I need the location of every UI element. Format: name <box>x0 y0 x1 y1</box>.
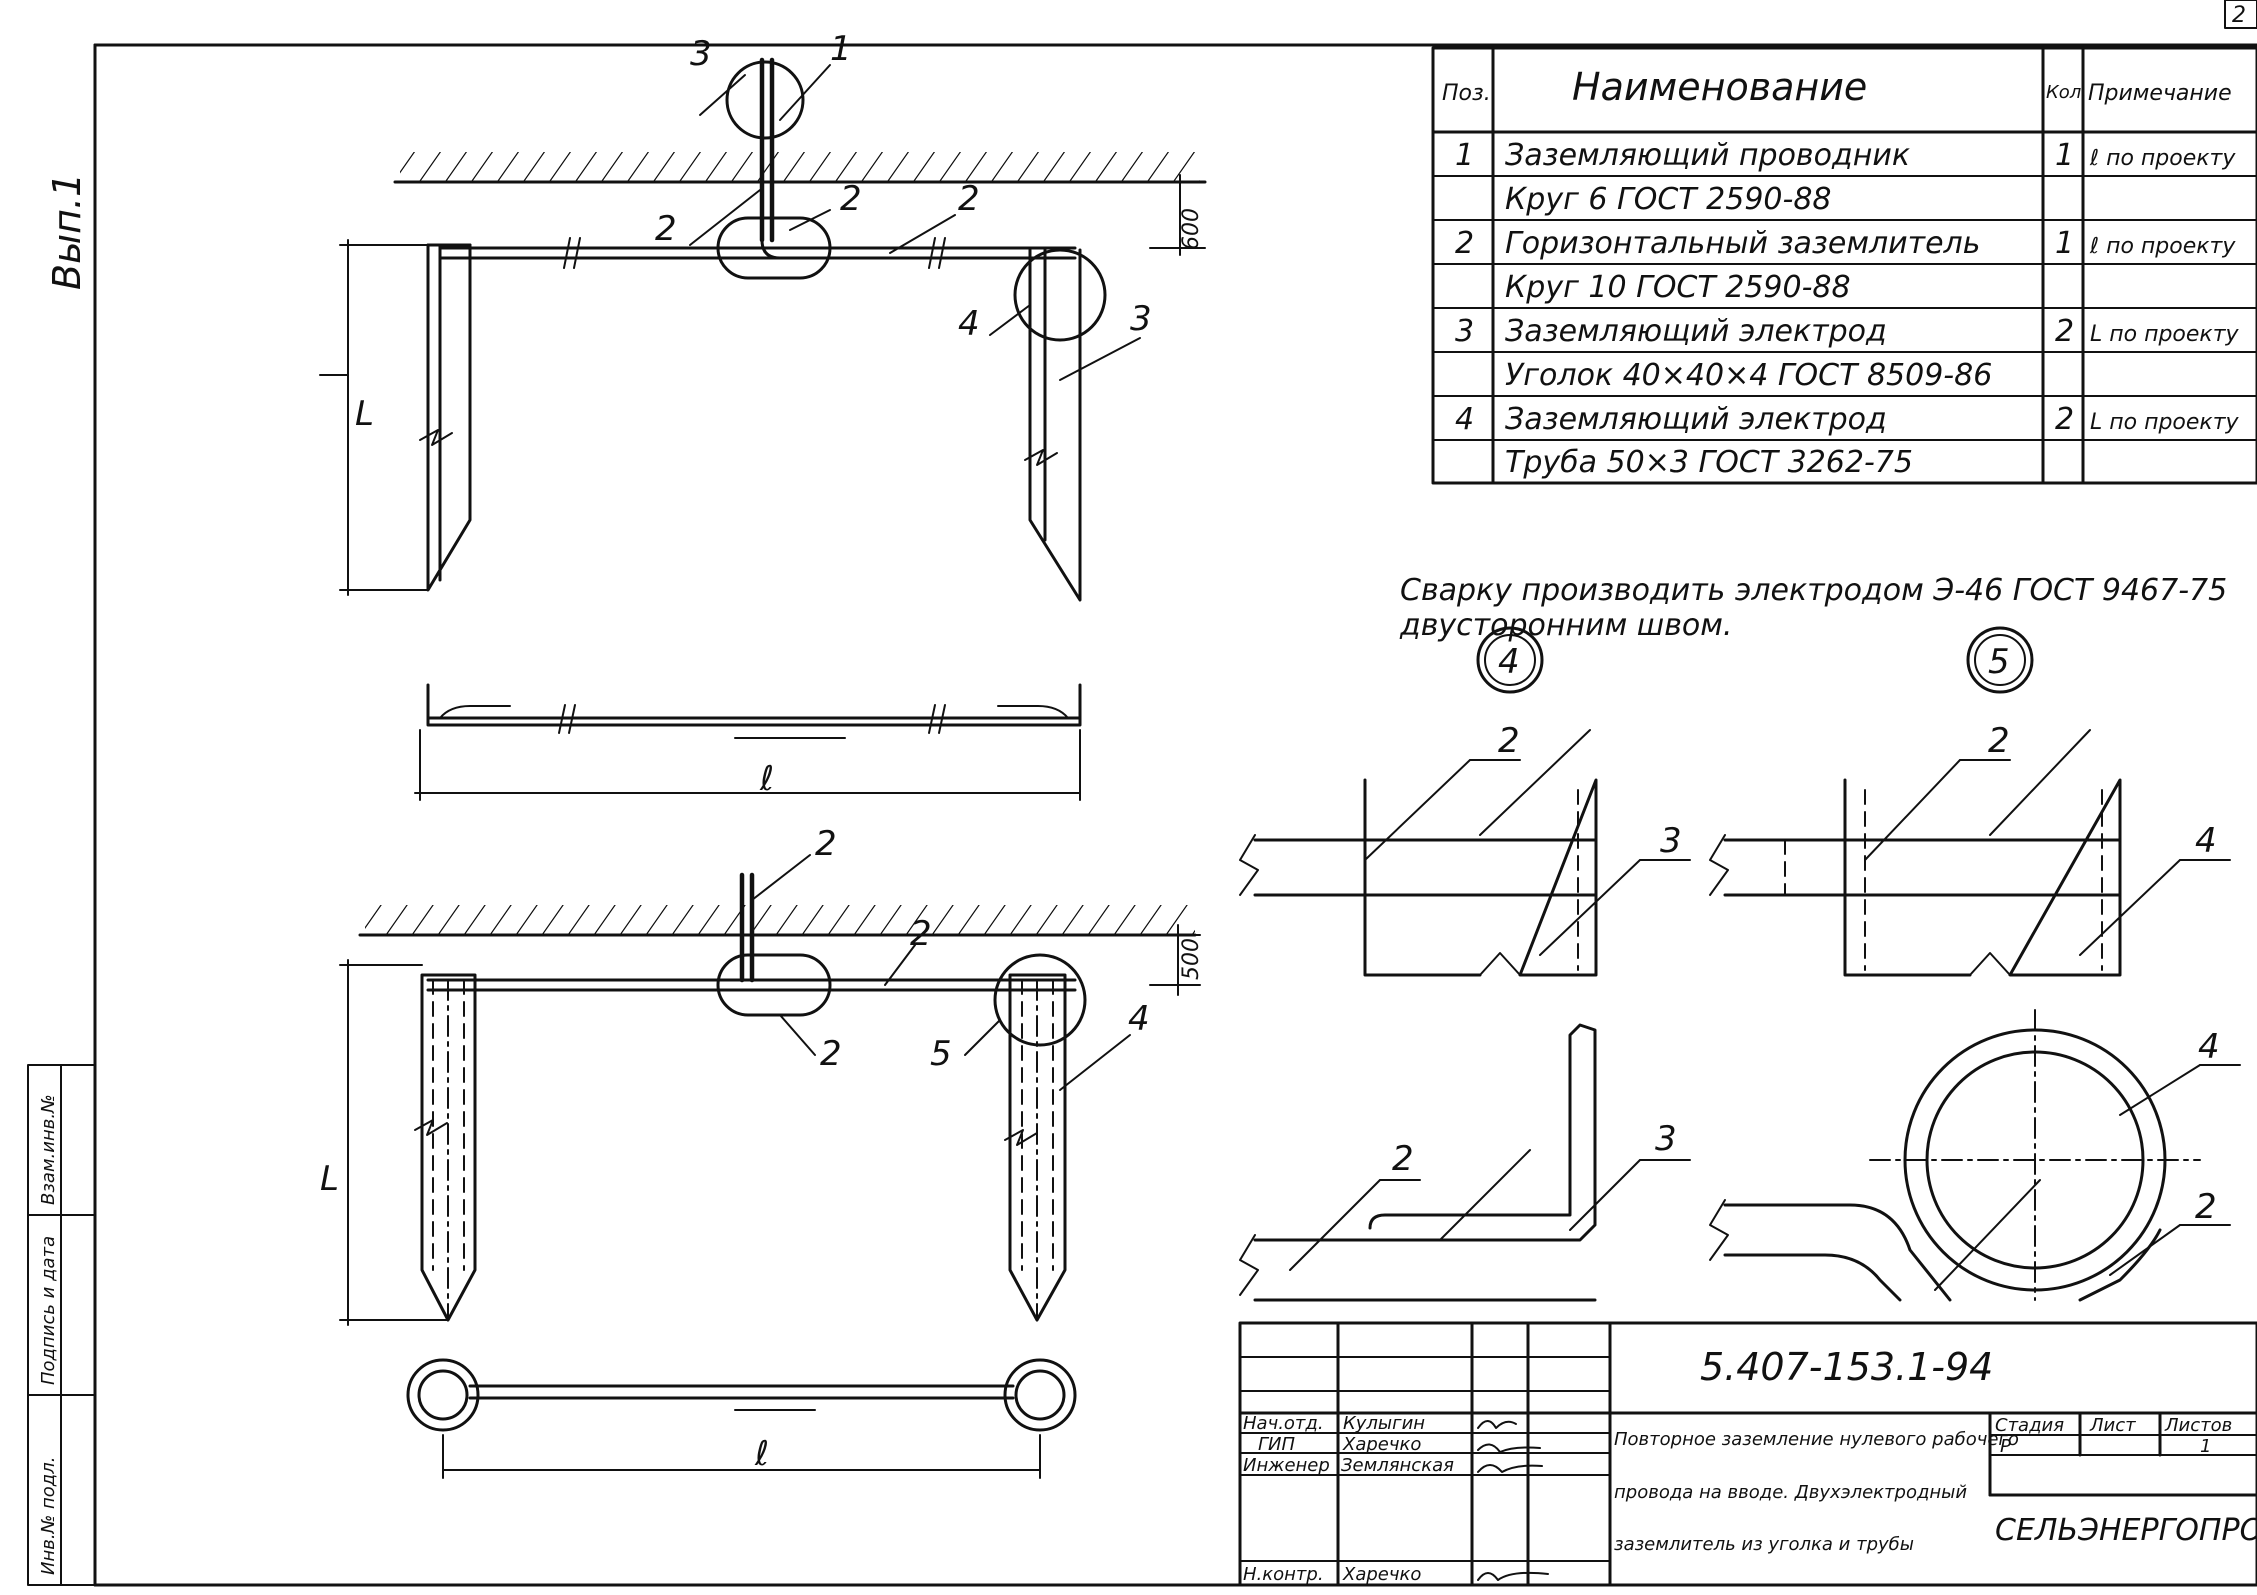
callout-2-bottom-c: 2 <box>820 1034 842 1074</box>
callout-2-top-c: 2 <box>958 179 980 219</box>
title-line-1: Повторное заземление нулевого рабочего <box>1614 1429 2019 1450</box>
spec-pos-4: 4 <box>1455 402 1474 437</box>
note-line-1: Сварку производить электродом Э-46 ГОСТ … <box>1400 573 2227 608</box>
top-section-view: 600 L 3 1 2 2 <box>319 29 1207 602</box>
spec-note-4: L по проекту <box>2090 410 2240 435</box>
sheets-value: 1 <box>2200 1436 2211 1457</box>
detail-5-label: 5 <box>1988 642 2010 682</box>
title-block: 5.407-153.1-94 Нач.отд. ГИП Инженер Н.ко… <box>1238 1321 2257 1587</box>
detail-4-callout-3a: 3 <box>1660 821 1682 861</box>
top-plan-view: ℓ <box>414 683 1082 801</box>
callout-2-bottom-b: 2 <box>910 914 932 954</box>
callout-4-top: 4 <box>958 304 980 344</box>
name-gip: Харечко <box>1342 1434 1421 1455</box>
dim-electrode-length-bottom: L <box>320 1159 339 1199</box>
spec-note-2: ℓ по проекту <box>2089 234 2236 259</box>
spec-qty-4: 2 <box>2055 402 2074 437</box>
stage-header: Стадия <box>1995 1415 2064 1436</box>
callout-2-top-a: 2 <box>655 209 677 249</box>
callout-3-top: 3 <box>690 34 712 74</box>
spec-pos-1: 1 <box>1455 138 1474 173</box>
title-line-3: заземлитель из уголка и трубы <box>1614 1534 1914 1555</box>
name-head: Кулыгин <box>1343 1413 1425 1434</box>
issue-label: Вып.1 <box>45 173 89 290</box>
doc-code: 5.407-153.1-94 <box>1700 1345 1993 1389</box>
ground-hatch-bottom <box>365 905 1195 935</box>
signature-norm-control <box>1477 1571 1549 1581</box>
signature-engineer <box>1477 1464 1543 1473</box>
ground-hatch-top <box>400 152 1200 182</box>
stamp-field-sign: Подпись и дата <box>38 1236 59 1385</box>
signature-head <box>1477 1420 1517 1429</box>
spec-name-4b: Труба 50×3 ГОСТ 3262-75 <box>1505 445 1913 480</box>
callout-5-bottom: 5 <box>930 1034 952 1074</box>
bottom-plan-view: ℓ <box>406 1358 1077 1479</box>
signature-gip <box>1477 1443 1541 1453</box>
role-head: Нач.отд. <box>1243 1413 1324 1434</box>
role-gip: ГИП <box>1258 1434 1295 1455</box>
spec-name-1b: Круг 6 ГОСТ 2590-88 <box>1505 182 1832 217</box>
spec-name-2: Горизонтальный заземлитель <box>1505 226 1980 261</box>
spec-header-note: Примечание <box>2088 81 2232 106</box>
spec-name-3: Заземляющий электрод <box>1505 314 1887 349</box>
detail-5-callout-2a: 2 <box>1988 721 2010 761</box>
spec-qty-3: 2 <box>2055 314 2074 349</box>
dim-electrode-length-top: L <box>355 394 374 434</box>
spec-header-qty: Кол. <box>2046 82 2087 103</box>
spec-name-3b: Уголок 40×40×4 ГОСТ 8509-86 <box>1505 358 1992 393</box>
corner-mark: 2 <box>2232 3 2246 28</box>
dim-length-plan-top: ℓ <box>759 759 774 799</box>
callout-2-top-b: 2 <box>840 179 862 219</box>
note-line-2: двусторонним швом. <box>1399 608 1732 643</box>
dim-depth-600: 600 <box>1179 208 1204 250</box>
spec-pos-3: 3 <box>1455 314 1474 349</box>
welding-note: Сварку производить электродом Э-46 ГОСТ … <box>1399 573 2227 643</box>
detail-5: 5 2 4 4 2 <box>1709 626 2241 1302</box>
name-engineer: Землянская <box>1341 1455 1454 1476</box>
spec-name-4: Заземляющий электрод <box>1505 402 1887 437</box>
margin-stamp: Инв.№ подл. Подпись и дата Взам.инв.№ Вы… <box>27 173 96 1586</box>
detail-5-callout-4a: 4 <box>2195 821 2217 861</box>
bottom-section-view: 500 L 2 2 2 5 4 <box>320 824 1204 1326</box>
spec-pos-2: 2 <box>1455 226 1474 261</box>
stage-value: Р <box>2000 1436 2011 1457</box>
spec-qty-2: 1 <box>2055 226 2074 261</box>
sheets-header: Листов <box>2164 1415 2232 1436</box>
spec-note-3: L по проекту <box>2090 322 2240 347</box>
stamp-field-replace: Взам.инв.№ <box>38 1094 59 1205</box>
spec-name-2b: Круг 10 ГОСТ 2590-88 <box>1505 270 1851 305</box>
dim-depth-500: 500 <box>1179 938 1204 980</box>
sheet-header: Лист <box>2089 1415 2136 1436</box>
callout-1-top: 1 <box>830 29 852 69</box>
spec-name-1: Заземляющий проводник <box>1505 138 1910 173</box>
stamp-field-inv: Инв.№ подл. <box>38 1457 59 1575</box>
organization-name: СЕЛЬЭНЕРГОПРОЕКТ <box>1995 1513 2257 1548</box>
spec-header-name: Наименование <box>1572 65 1867 109</box>
detail-5-callout-4b: 4 <box>2198 1027 2220 1067</box>
detail-4-callout-3b: 3 <box>1655 1119 1677 1159</box>
detail-4-callout-2a: 2 <box>1498 721 1520 761</box>
role-engineer: Инженер <box>1243 1455 1330 1476</box>
spec-qty-1: 1 <box>2055 138 2074 173</box>
spec-note-1: ℓ по проекту <box>2089 146 2236 171</box>
dim-length-plan-bottom: ℓ <box>754 1434 769 1474</box>
detail-4: 4 2 3 2 3 <box>1239 626 1691 1302</box>
role-norm-control: Н.контр. <box>1243 1564 1324 1585</box>
detail-4-label: 4 <box>1498 642 1520 682</box>
spec-table: Поз. Наименование Кол. Примечание 1 Зазе… <box>1431 46 2257 485</box>
callout-2-bottom-a: 2 <box>815 824 837 864</box>
title-line-2: провода на вводе. Двухэлектродный <box>1614 1482 1967 1503</box>
callout-4-bottom: 4 <box>1128 999 1150 1039</box>
callout-3-top-right: 3 <box>1130 299 1152 339</box>
name-norm-control: Харечко <box>1342 1564 1421 1585</box>
detail-5-callout-2b: 2 <box>2195 1187 2217 1227</box>
detail-4-callout-2b: 2 <box>1392 1139 1414 1179</box>
spec-header-pos: Поз. <box>1442 81 1491 106</box>
